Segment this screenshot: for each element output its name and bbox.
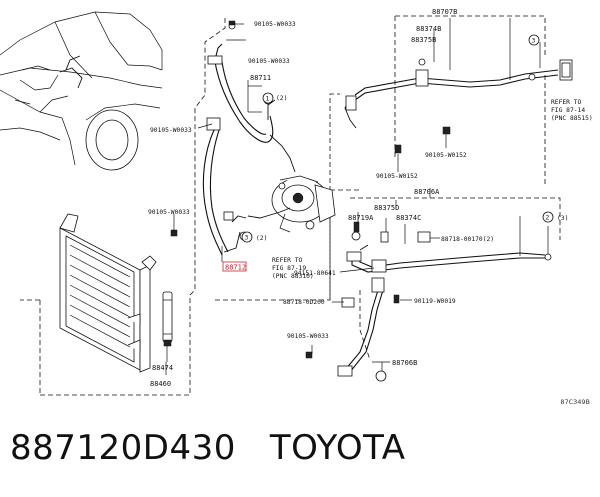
label-90105-w0033-c: 90105-W0033 — [150, 127, 192, 134]
refer-a-line1: REFER TO — [272, 257, 303, 264]
callout-3-a-text: 3 — [245, 235, 249, 242]
label-90105-w0152-b: 90105-W0152 — [376, 173, 418, 180]
label-88375d: 88375D — [374, 204, 399, 212]
brand-name: TOYOTA — [269, 428, 406, 468]
refer-b-line3: (PNC 88515) — [551, 115, 593, 122]
callout-1-text: 1 — [266, 96, 270, 103]
hose-88712 — [170, 117, 291, 256]
label-88719a: 88719A — [348, 214, 374, 222]
callout-2-text: 2 — [546, 215, 550, 222]
parts-diagram: 90105-W0033 90105-W0033 88711 1 (2) 9010… — [0, 8, 593, 396]
part-labels: 90105-W0033 90105-W0033 88711 1 (2) 9010… — [148, 8, 593, 388]
part-number: 887120D430 — [10, 428, 236, 468]
label-88474: 88474 — [152, 364, 173, 372]
callout-circle-3-a — [241, 231, 253, 243]
label-90105-w0033-a: 90105-W0033 — [254, 21, 296, 28]
label-88375b: 88375B — [411, 36, 436, 44]
refer-b-line2: FIG 87-14 — [551, 107, 585, 114]
label-90105-w0033-d: 90105-W0033 — [148, 209, 190, 216]
label-88711: 88711 — [250, 74, 271, 82]
car-illustration — [0, 11, 163, 171]
label-paren-2-a: (2) — [276, 95, 287, 102]
compressor — [271, 175, 336, 233]
label-88706b: 88706B — [392, 359, 417, 367]
label-88374b: 88374B — [416, 25, 441, 33]
label-88718-0d200: 88718-0D200 — [283, 299, 325, 306]
label-90119-w0019: 90119-W0019 — [414, 298, 456, 305]
label-88706a: 88706A — [414, 188, 440, 196]
label-88707b: 88707B — [432, 8, 457, 16]
label-paren-2-b: (2) — [256, 235, 267, 242]
leader-lines — [165, 18, 549, 376]
tube-88706b — [305, 277, 400, 377]
highlight-box-88712 — [222, 261, 247, 272]
label-90105-w0033-e: 90105-W0033 — [287, 333, 329, 340]
label-90105-w0152-a: 90105-W0152 — [425, 152, 467, 159]
label-88712[interactable]: 88712 — [225, 264, 246, 272]
label-94151-80641: 94151-80641 — [294, 270, 336, 277]
refer-a-line2: FIG 87-19 — [272, 265, 306, 272]
tube-88706a — [346, 221, 552, 273]
callout-3-b-text: 3 — [532, 38, 536, 45]
callout-circle-3-c — [375, 370, 387, 382]
callout-circle-1 — [262, 92, 274, 104]
callout-circle-3-b — [528, 34, 540, 46]
label-90105-w0033-b: 90105-W0033 — [248, 58, 290, 65]
refer-b-line1: REFER TO — [551, 99, 582, 106]
label-88460: 88460 — [150, 380, 171, 388]
refer-a-line3: (PNC 88310) — [272, 273, 314, 280]
diagram-code: 87C349B — [560, 398, 590, 406]
label-paren-3: (3) — [557, 215, 568, 222]
condenser — [59, 213, 157, 373]
callout-circle-2 — [542, 211, 554, 223]
receiver-dryer — [162, 291, 173, 362]
part-caption: 887120D430 TOYOTA — [10, 428, 406, 468]
label-88374c: 88374C — [396, 214, 421, 222]
label-88718-00170: 88718-00170(2) — [441, 236, 494, 243]
tube-88707b — [344, 58, 573, 154]
